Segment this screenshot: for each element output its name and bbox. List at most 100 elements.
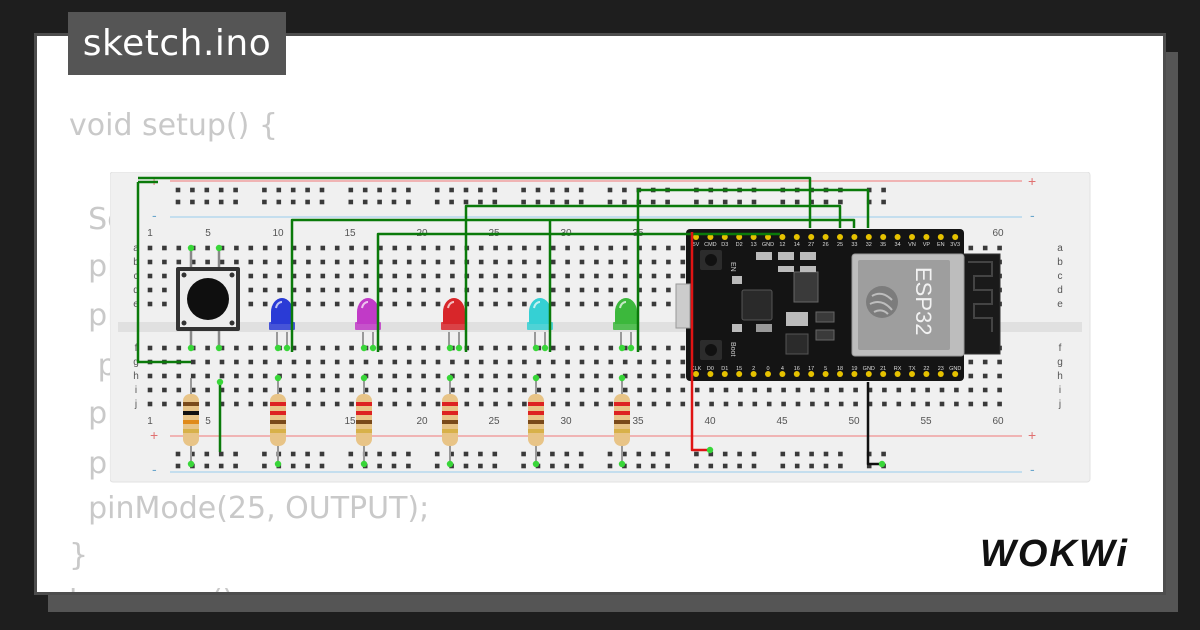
hole	[809, 199, 814, 205]
hole	[478, 273, 484, 279]
resistor	[614, 378, 630, 464]
hole	[550, 273, 556, 279]
hole	[205, 245, 210, 251]
hole	[421, 301, 426, 307]
resistor-band	[270, 402, 286, 406]
hole	[766, 387, 772, 393]
hole	[637, 245, 642, 251]
hole	[866, 463, 872, 469]
hole	[219, 259, 225, 265]
sketch-file-title: sketch.ino	[68, 12, 286, 75]
pin-label: 19	[851, 366, 857, 372]
button-corner	[229, 320, 235, 326]
en-button[interactable]	[700, 250, 722, 270]
hole	[565, 245, 570, 251]
hole	[752, 401, 758, 407]
pin-dot	[274, 460, 282, 468]
pin-dot	[878, 460, 886, 468]
hole	[579, 273, 585, 279]
pin-dot	[187, 244, 195, 252]
hole	[363, 259, 369, 265]
hole	[262, 187, 267, 193]
row-label: f	[1059, 343, 1062, 354]
hole	[478, 187, 483, 193]
row-label: c	[1058, 271, 1063, 282]
hole	[392, 287, 398, 293]
row-label: d	[1057, 285, 1063, 296]
hole	[809, 451, 814, 457]
hole	[190, 359, 196, 365]
hole	[478, 387, 484, 393]
hole	[478, 287, 484, 293]
hole	[665, 451, 670, 457]
hole	[349, 359, 354, 365]
hole	[578, 451, 584, 457]
esp32-board[interactable]: ESP32 EN Boot CLK5VD0CMDD1D315D22130GND4…	[675, 229, 1001, 381]
row-label: i	[135, 385, 137, 396]
hole	[162, 273, 167, 279]
hole	[219, 387, 225, 393]
led-highlight	[361, 301, 369, 309]
hole	[493, 301, 498, 307]
hole	[363, 387, 369, 393]
pin-pad	[952, 371, 959, 377]
hole	[651, 373, 657, 379]
hole	[982, 245, 988, 251]
hole	[694, 387, 700, 393]
hole	[493, 387, 498, 393]
hole	[521, 463, 526, 469]
resistor-band	[270, 429, 286, 433]
hole	[147, 345, 153, 351]
hole	[248, 245, 254, 251]
hole	[349, 245, 354, 251]
hole	[594, 301, 599, 307]
hole	[896, 387, 902, 393]
hole	[306, 301, 311, 307]
rail-minus-label: -	[152, 207, 157, 223]
hole	[636, 463, 642, 469]
hole	[493, 287, 498, 293]
hole	[823, 199, 829, 205]
hole	[262, 245, 268, 251]
hole	[248, 301, 254, 307]
hole	[550, 287, 556, 293]
hole	[233, 199, 238, 205]
hole	[421, 345, 426, 351]
hole	[406, 199, 411, 205]
hole	[290, 463, 296, 469]
hole	[319, 451, 325, 457]
row-label: h	[133, 371, 139, 382]
hole	[162, 373, 167, 379]
column-label: 30	[560, 416, 572, 427]
column-label: 55	[920, 416, 932, 427]
hole	[608, 273, 614, 279]
pin-dot	[446, 344, 454, 352]
hole	[507, 373, 513, 379]
hole	[204, 451, 210, 457]
hole	[492, 451, 498, 457]
hole	[248, 273, 254, 279]
boot-button[interactable]	[700, 340, 722, 360]
hole	[450, 273, 455, 279]
pin-label: 25	[837, 242, 843, 248]
hole	[464, 387, 470, 393]
column-label: 5	[205, 416, 211, 427]
hole	[450, 259, 455, 265]
hole	[982, 387, 988, 393]
hole	[507, 387, 513, 393]
pin-dot	[618, 344, 626, 352]
hole	[348, 463, 354, 469]
pin-pad	[837, 234, 843, 240]
wire-green	[464, 204, 842, 352]
rail-plus-label: +	[150, 427, 158, 443]
hole	[564, 187, 570, 193]
hole	[190, 199, 195, 205]
column-label: 25	[488, 416, 500, 427]
hole	[637, 401, 642, 407]
pin-dot	[618, 460, 626, 468]
pin-dot	[215, 244, 223, 252]
component	[756, 252, 772, 260]
resistor-band	[528, 411, 544, 415]
hole	[147, 387, 153, 393]
hole	[522, 359, 527, 365]
